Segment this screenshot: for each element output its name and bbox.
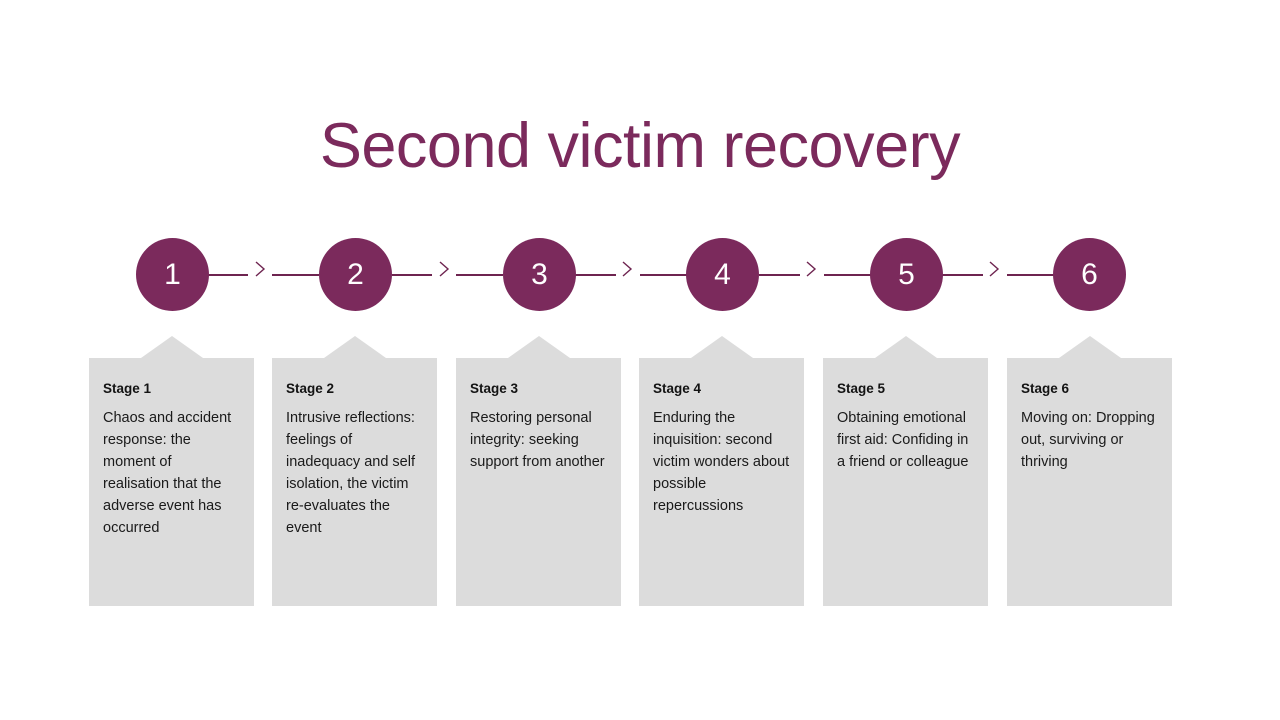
card-description: Intrusive reflections: feelings of inade… bbox=[286, 409, 415, 537]
stage-circle-3[interactable]: 3 bbox=[503, 238, 576, 311]
card-heading: Stage 6 bbox=[1021, 381, 1070, 396]
card-description: Enduring the inquisition: second victim … bbox=[653, 409, 790, 514]
stage-card-4[interactable]: Stage 4 Enduring the inquisition: second… bbox=[639, 336, 804, 606]
connector-line-2-3 bbox=[392, 274, 432, 276]
connector-line-4-5b bbox=[824, 274, 871, 276]
stage-circle-6[interactable]: 6 bbox=[1053, 238, 1126, 311]
stage-circle-number: 4 bbox=[714, 257, 731, 291]
stage-card-1[interactable]: Stage 1 Chaos and accident response: the… bbox=[89, 336, 254, 606]
card-body: Stage 6 Moving on: Dropping out, survivi… bbox=[1007, 358, 1172, 606]
stage-circle-number: 1 bbox=[164, 257, 181, 291]
stage-card-6[interactable]: Stage 6 Moving on: Dropping out, survivi… bbox=[1007, 336, 1172, 606]
connector-line-3-4 bbox=[575, 274, 616, 276]
card-heading: Stage 3 bbox=[470, 381, 519, 396]
connector-line-4-5 bbox=[759, 274, 800, 276]
stage-circle-2[interactable]: 2 bbox=[319, 238, 392, 311]
card-pointer bbox=[507, 336, 570, 358]
connector-line-5-6 bbox=[942, 274, 983, 276]
stage-circle-number: 5 bbox=[898, 257, 915, 291]
stage-card-3[interactable]: Stage 3 Restoring personal integrity: se… bbox=[456, 336, 621, 606]
stage-circle-4[interactable]: 4 bbox=[686, 238, 759, 311]
stage-circle-number: 2 bbox=[347, 257, 364, 291]
card-body: Stage 3 Restoring personal integrity: se… bbox=[456, 358, 621, 606]
connector-line-3-4b bbox=[640, 274, 687, 276]
card-body: Stage 5 Obtaining emotional first aid: C… bbox=[823, 358, 988, 606]
stage-card-5[interactable]: Stage 5 Obtaining emotional first aid: C… bbox=[823, 336, 988, 606]
card-pointer bbox=[140, 336, 203, 358]
card-pointer bbox=[690, 336, 753, 358]
connector-line-1-2 bbox=[208, 274, 248, 276]
connector-line-2-3b bbox=[456, 274, 503, 276]
card-heading: Stage 2 bbox=[286, 381, 335, 396]
chevron-right-icon bbox=[254, 260, 266, 278]
card-description: Moving on: Dropping out, surviving or th… bbox=[1021, 409, 1155, 470]
card-heading: Stage 1 bbox=[103, 381, 152, 396]
chevron-right-icon bbox=[805, 260, 817, 278]
card-body: Stage 2 Intrusive reflections: feelings … bbox=[272, 358, 437, 606]
stage-circle-number: 6 bbox=[1081, 257, 1098, 291]
connector-line-5-6b bbox=[1007, 274, 1055, 276]
chevron-right-icon bbox=[438, 260, 450, 278]
card-pointer bbox=[323, 336, 386, 358]
stage-circle-number: 3 bbox=[531, 257, 548, 291]
stage-timeline: 1 2 3 4 5 6 bbox=[0, 238, 1280, 312]
card-body: Stage 1 Chaos and accident response: the… bbox=[89, 358, 254, 606]
stage-card-2[interactable]: Stage 2 Intrusive reflections: feelings … bbox=[272, 336, 437, 606]
card-description: Restoring personal integrity: seeking su… bbox=[470, 409, 605, 470]
chevron-right-icon bbox=[621, 260, 633, 278]
chevron-right-icon bbox=[988, 260, 1000, 278]
connector-line-1-2b bbox=[272, 274, 319, 276]
stage-circle-1[interactable]: 1 bbox=[136, 238, 209, 311]
card-heading: Stage 5 bbox=[837, 381, 886, 396]
card-description: Obtaining emotional first aid: Confiding… bbox=[837, 409, 969, 470]
card-description: Chaos and accident response: the moment … bbox=[103, 409, 232, 537]
stage-cards: Stage 1 Chaos and accident response: the… bbox=[0, 336, 1280, 608]
card-pointer bbox=[1058, 336, 1121, 358]
card-body: Stage 4 Enduring the inquisition: second… bbox=[639, 358, 804, 606]
stage-circle-5[interactable]: 5 bbox=[870, 238, 943, 311]
card-heading: Stage 4 bbox=[653, 381, 702, 396]
page-title: Second victim recovery bbox=[319, 111, 961, 181]
card-pointer bbox=[874, 336, 937, 358]
